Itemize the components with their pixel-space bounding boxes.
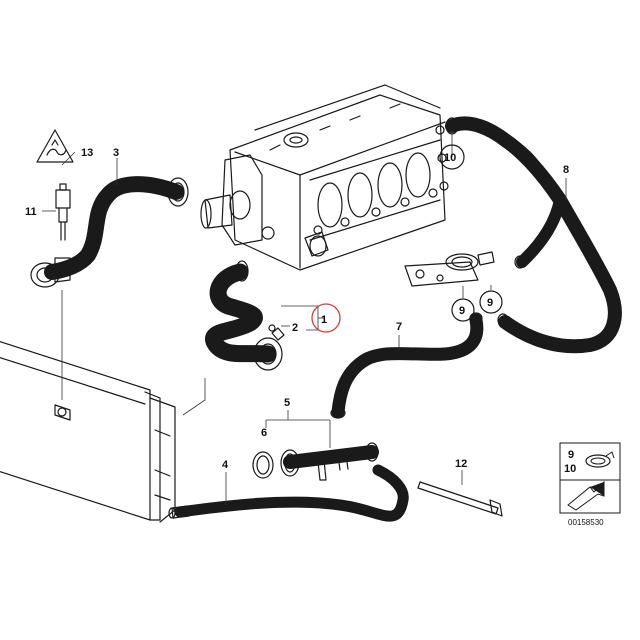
hose-part-1 (205, 260, 285, 371)
callout-9a-circle (451, 298, 475, 322)
cable-tie (417, 481, 503, 517)
hose-clamp-icon (585, 451, 615, 468)
arrow-direction-icon (567, 480, 605, 511)
radiator (0, 340, 176, 523)
callout-7: 7 (396, 321, 402, 333)
hose-part-8 (445, 116, 622, 354)
hose-part-7 (330, 312, 484, 419)
callout-10-circle (439, 144, 465, 170)
callout-5: 5 (284, 397, 290, 409)
callout-9a: 9 (459, 305, 465, 317)
tank-fitting (404, 251, 495, 287)
legend-number-9: 9 (568, 449, 574, 461)
diagram-ref-number: 00158530 (568, 518, 604, 527)
o-ring (252, 451, 274, 479)
callout-12: 12 (455, 458, 467, 470)
hose-part-4 (168, 464, 409, 522)
legend-number-10: 10 (564, 463, 576, 475)
callout-4: 4 (222, 459, 229, 471)
coolant-pipe (280, 442, 379, 481)
callout-11: 11 (25, 206, 37, 218)
callout-8: 8 (563, 164, 569, 176)
engine-cylinder-head (200, 84, 449, 271)
leader-lines (42, 130, 567, 505)
callout-10: 10 (444, 152, 456, 164)
callout-1-highlight (311, 303, 341, 333)
hose-part-3 (30, 176, 189, 288)
callout-9b-circle (479, 290, 503, 314)
temperature-sensor (55, 183, 71, 241)
warning-triangle-icon (36, 129, 74, 163)
callout-13: 13 (81, 147, 93, 159)
legend-box: 9 10 (559, 442, 621, 514)
callout-1: 1 (321, 314, 327, 326)
callout-6: 6 (261, 427, 267, 439)
callout-3: 3 (113, 147, 119, 159)
callout-2: 2 (292, 322, 298, 334)
callout-9b: 9 (487, 297, 493, 309)
